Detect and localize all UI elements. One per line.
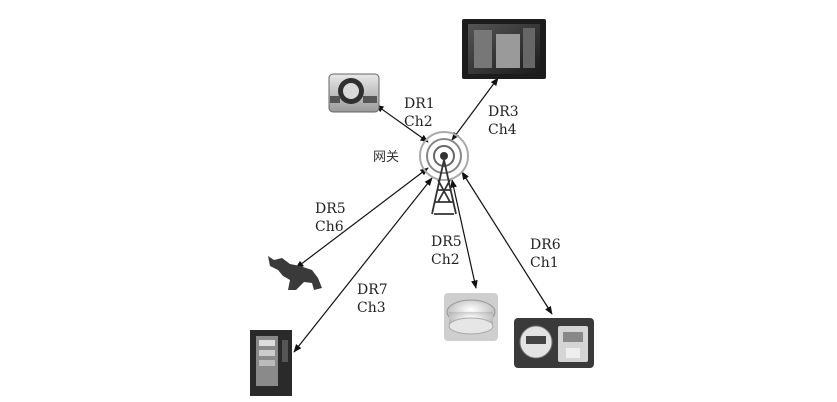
link-label-electric-meter: DR6 Ch1 [530, 237, 561, 271]
link-label-monitor: DR3 Ch4 [488, 104, 519, 138]
link-channel: Ch6 [315, 219, 344, 235]
link-line-water-meter [375, 104, 429, 143]
link-rate: DR1 [404, 96, 435, 112]
link-rate: DR6 [530, 237, 561, 253]
link-label-smoke-detector: DR5 Ch2 [431, 234, 462, 268]
link-channel: Ch2 [404, 114, 433, 130]
electric-meter-icon [514, 318, 594, 368]
link-label-pet-tracker: DR5 Ch6 [315, 201, 346, 235]
link-line-monitor [451, 77, 499, 141]
link-line-pet-tracker [295, 167, 429, 269]
link-channel: Ch4 [488, 122, 517, 138]
link-label-vending-machine: DR7 Ch3 [357, 282, 388, 316]
water-meter-icon [328, 73, 380, 113]
radio-tower-icon [419, 131, 469, 215]
smoke-detector-icon [444, 293, 498, 341]
link-channel: Ch1 [530, 255, 559, 271]
link-label-water-meter: DR1 Ch2 [404, 96, 435, 130]
link-line-electric-meter [461, 171, 553, 315]
link-channel: Ch3 [357, 300, 386, 316]
link-line-vending-machine [293, 177, 433, 353]
link-rate: DR5 [431, 234, 462, 250]
link-rate: DR5 [315, 201, 346, 217]
dog-icon [268, 256, 322, 290]
link-rate: DR3 [488, 104, 519, 120]
vending-machine-icon [250, 330, 292, 396]
link-lines [293, 77, 553, 353]
link-rate: DR7 [357, 282, 388, 298]
link-channel: Ch2 [431, 252, 460, 268]
gateway-label: 网关 [373, 150, 399, 165]
display-monitor-icon [462, 19, 546, 79]
